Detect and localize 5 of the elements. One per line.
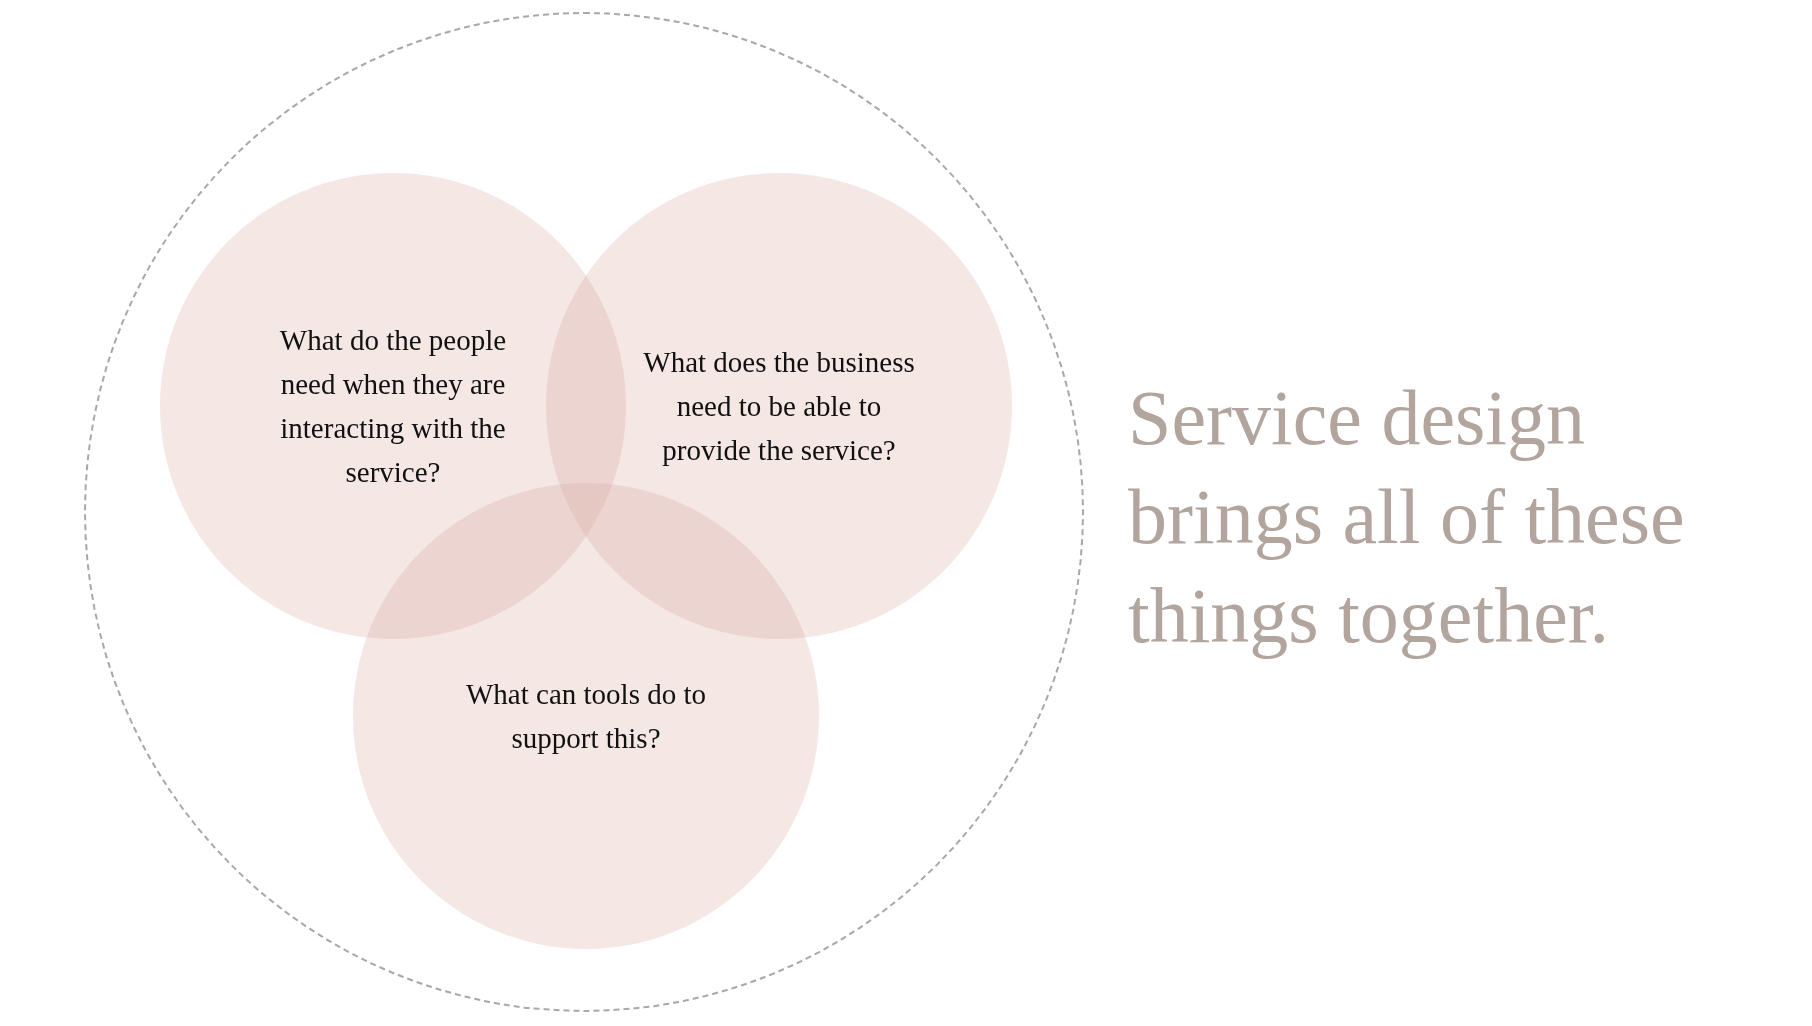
dashed-circle — [84, 12, 1084, 1012]
question-text: What do the people need when they are interacting with the service? — [278, 323, 508, 490]
question-text: What does the business need to be able to provide the service? — [643, 345, 915, 468]
heading-text: Service design brings all of these things together. — [1128, 373, 1686, 661]
question-text: What can tools do to support this? — [465, 677, 707, 756]
